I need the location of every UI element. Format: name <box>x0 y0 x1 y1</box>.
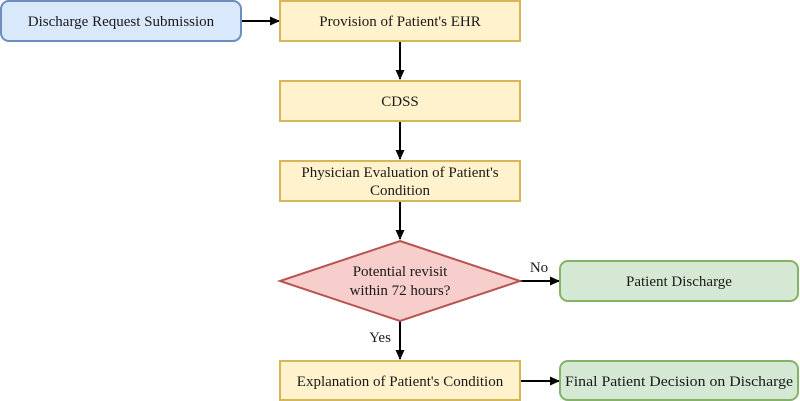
node-physician-evaluation-label-line1: Physician Evaluation of Patient's <box>301 165 498 181</box>
node-decision-revisit-label-line2: within 72 hours? <box>350 283 451 299</box>
node-patient-discharge: Patient Discharge <box>559 260 799 302</box>
node-patient-discharge-label: Patient Discharge <box>626 274 732 290</box>
node-provision-ehr-label: Provision of Patient's EHR <box>319 14 480 30</box>
node-discharge-request-shape <box>0 0 242 42</box>
node-decision-revisit-shape <box>276 239 524 323</box>
node-discharge-request-label: Discharge Request Submission <box>28 14 215 30</box>
edge-label-yes: Yes <box>369 330 391 346</box>
node-physician-evaluation: Physician Evaluation of Patient's Condit… <box>279 160 521 202</box>
node-explanation-label: Explanation of Patient's Condition <box>297 374 504 390</box>
node-cdss-label: CDSS <box>381 94 419 110</box>
node-explanation-shape <box>279 360 521 401</box>
node-discharge-request: Discharge Request Submission <box>0 0 242 42</box>
edge-label-no: No <box>530 260 548 276</box>
node-explanation: Explanation of Patient's Condition <box>279 360 521 401</box>
node-patient-discharge-shape <box>559 260 799 302</box>
node-physician-evaluation-shape <box>279 160 521 202</box>
node-decision-revisit: Potential revisit within 72 hours? <box>276 239 524 323</box>
node-cdss-shape <box>279 80 521 122</box>
node-final-decision: Final Patient Decision on Discharge <box>559 360 799 401</box>
connectors <box>241 16 560 386</box>
node-final-decision-shape <box>559 360 799 401</box>
node-decision-revisit-label-line1: Potential revisit <box>353 264 448 280</box>
node-provision-ehr: Provision of Patient's EHR <box>279 0 521 42</box>
node-cdss: CDSS <box>279 80 521 122</box>
node-final-decision-label: Final Patient Decision on Discharge <box>565 374 793 390</box>
node-provision-ehr-shape <box>279 0 521 42</box>
node-physician-evaluation-label-line2: Condition <box>370 183 431 199</box>
